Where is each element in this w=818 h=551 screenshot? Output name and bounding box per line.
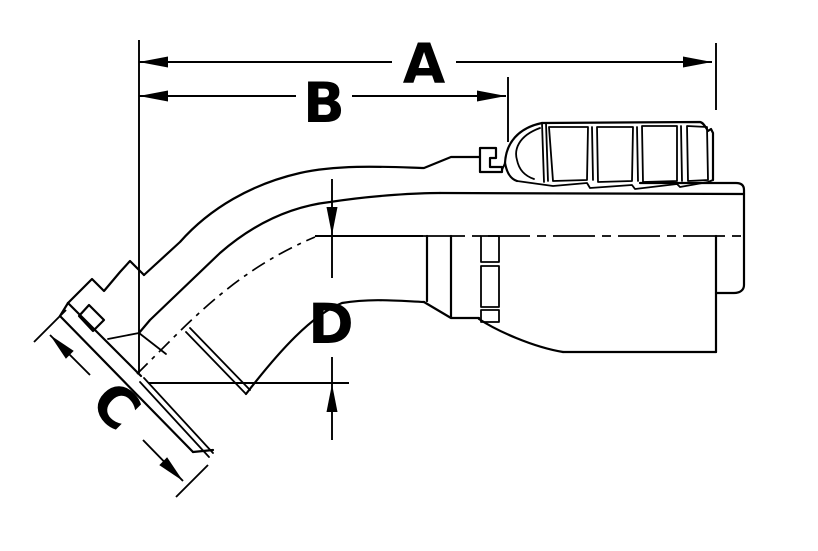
- collar-bell-bottom: [503, 161, 519, 183]
- collar-gap-line-c: [636, 126, 639, 182]
- latch-tab: [478, 146, 506, 174]
- latch-tab-outline: [478, 146, 504, 174]
- collar-bell-dome: [515, 127, 541, 180]
- centerline-bend: [136, 236, 316, 375]
- flange-lock-tab: [77, 303, 106, 333]
- elbow-inner-curve: [244, 299, 426, 396]
- collar-gap-line-a2: [545, 122, 549, 182]
- body-bottom-scurve: [477, 317, 565, 354]
- fitting-outline: [58, 120, 746, 458]
- flange-head-edge-double1: [185, 331, 247, 395]
- dimension-d: D: [148, 179, 423, 440]
- flange-face-line: [58, 314, 195, 454]
- arrowhead-se-icon: [159, 457, 183, 481]
- dimension-a-label: A: [403, 32, 446, 96]
- extension-line-c-lower: [175, 464, 209, 498]
- flange: [58, 259, 251, 458]
- arrowhead-nw-icon: [50, 335, 74, 359]
- flange-head-edge-double2: [189, 327, 251, 391]
- arrowhead-right-icon: [477, 90, 506, 102]
- dimension-b: B: [139, 71, 509, 142]
- collar-rib-3: [641, 125, 678, 183]
- body-socket: [422, 181, 746, 354]
- collar-serration-bottom: [516, 179, 714, 190]
- elbow-outer-curve: [142, 155, 481, 277]
- dimension-b-label: B: [303, 71, 345, 135]
- dimension-d-label: D: [308, 292, 354, 356]
- arrowhead-left-icon: [139, 90, 168, 102]
- dimension-c-label: C: [79, 369, 153, 443]
- collar-rib-4: [686, 125, 709, 182]
- collar-bell-top: [503, 121, 544, 165]
- extension-line-c-upper: [33, 309, 67, 343]
- collar-rib-2: [596, 126, 634, 183]
- socket-ring-3: [480, 309, 500, 323]
- socket-ring-1: [480, 235, 500, 263]
- centerline: [136, 235, 743, 375]
- flange-plate-edge-double1: [139, 381, 210, 458]
- arrowhead-left-icon: [139, 56, 168, 68]
- socket-ring-2: [480, 265, 500, 308]
- collar-gap-line-d: [680, 125, 683, 182]
- body-rim-line: [638, 181, 746, 295]
- collar-rib-1: [548, 126, 589, 182]
- arrowhead-up-icon: [326, 384, 338, 412]
- neck-junction-line2: [138, 332, 167, 355]
- dimension-c: C: [33, 309, 209, 498]
- neck-junction-line: [107, 332, 140, 340]
- crimp-collar: [503, 120, 715, 190]
- collar-gap-line-a1: [541, 122, 545, 183]
- elbow-tube: [107, 155, 481, 396]
- arrowhead-right-icon: [683, 56, 712, 68]
- elbow-second-curve: [137, 191, 442, 335]
- flange-step-profile: [66, 259, 146, 305]
- body-top-line: [438, 191, 746, 196]
- collar-gap-line-b: [591, 126, 594, 181]
- arrowhead-down-icon: [326, 207, 338, 235]
- flange-plate-edge-double2: [143, 377, 214, 454]
